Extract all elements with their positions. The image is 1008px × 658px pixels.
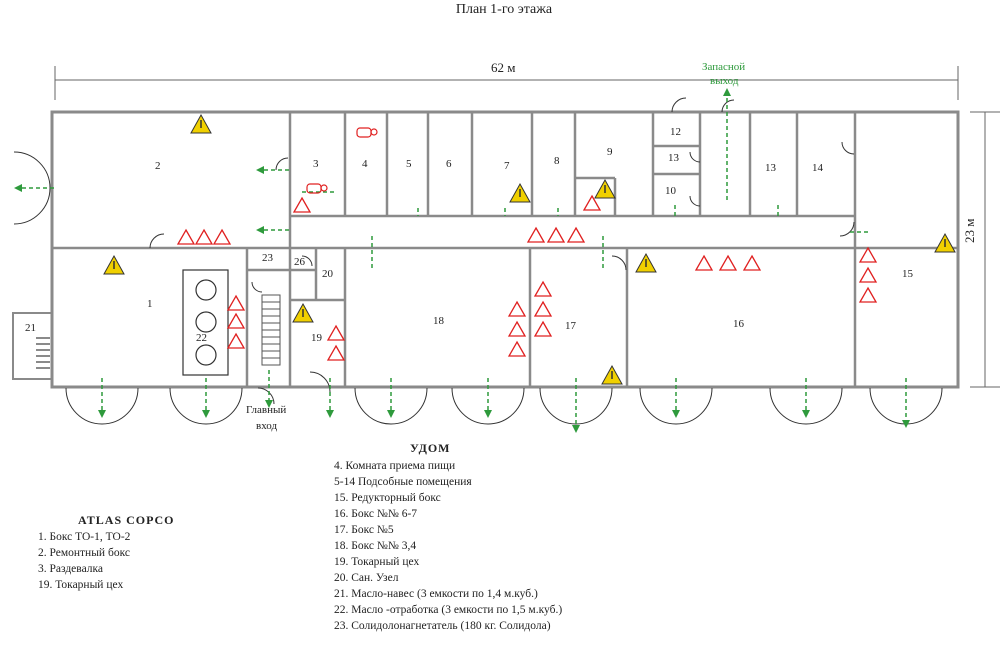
length-dimension: 62 м <box>488 60 519 76</box>
room-label-15: 15 <box>902 268 913 280</box>
legend-udom-item: 5-14 Подсобные помещения <box>334 476 472 488</box>
legend-atlas-item: 2. Ремонтный бокс <box>38 547 130 559</box>
room-label-14: 14 <box>812 162 823 174</box>
room-label-17: 17 <box>565 320 576 332</box>
legend-udom-item: 4. Комната приема пищи <box>334 460 456 472</box>
legend-udom-heading: УДОМ <box>410 441 451 455</box>
room-label-21: 21 <box>25 322 36 334</box>
staircase <box>261 294 281 366</box>
legend-udom-item: 16. Бокс №№ 6-7 <box>334 508 418 520</box>
annex-21 <box>12 312 53 380</box>
legend-udom-item: 17. Бокс №5 <box>334 524 394 536</box>
legend-udom-item: 18. Бокс №№ 3,4 <box>334 540 417 552</box>
room-label-7: 7 <box>504 160 510 172</box>
arrow-heads <box>14 88 910 433</box>
room-label-18: 18 <box>433 315 444 327</box>
emergency-exit-label-1: Запасной <box>702 61 746 73</box>
room-label-8: 8 <box>554 155 560 167</box>
legend-atlas-heading: ATLAS COPCO <box>78 513 175 527</box>
room-label-19: 19 <box>311 332 322 344</box>
room-label-10: 10 <box>665 185 676 197</box>
legend-udom-item: 21. Масло-навес (3 емкости по 1,4 м.куб.… <box>334 588 538 600</box>
hazard-marks <box>113 120 946 379</box>
fire-equipment-triangles <box>176 194 878 361</box>
room-label-13b: 13 <box>765 162 776 174</box>
legend-atlas-list: 1. Бокс ТО-1, ТО-2 2. Ремонтный бокс 3. … <box>38 529 130 593</box>
legend-udom-item: 19. Токарный цех <box>334 556 420 568</box>
legend-udom-item: 15. Редукторный бокс <box>334 492 441 504</box>
evacuation-arrows <box>22 96 907 425</box>
main-entrance-label-2: вход <box>256 420 278 432</box>
legend-atlas-item: 3. Раздевалка <box>38 563 104 575</box>
room-label-9: 9 <box>607 146 613 158</box>
room-label-2: 2 <box>155 160 161 172</box>
emergency-exit-label-2: выход <box>710 75 739 87</box>
doors <box>13 97 943 425</box>
legend-udom-item: 22. Масло -отработка (3 емкости по 1,5 м… <box>334 604 563 616</box>
legend-udom-list: 4. Комната приема пищи 5-14 Подсобные по… <box>334 458 562 634</box>
room-label-13a: 13 <box>668 152 679 164</box>
legend-udom-item: 23. Солидолонагнетатель (180 кг. Солидол… <box>334 620 551 632</box>
room-label-3: 3 <box>313 158 319 170</box>
room-label-20: 20 <box>322 268 333 280</box>
interior-walls <box>52 112 958 387</box>
room-label-26: 26 <box>294 256 305 268</box>
room-label-6: 6 <box>446 158 452 170</box>
equipment-icons <box>306 127 378 194</box>
plan-title: План 1-го этажа <box>455 2 553 17</box>
legend-udom-item: 20. Сан. Узел <box>334 572 399 584</box>
room-label-16: 16 <box>733 318 744 330</box>
outer-walls <box>50 110 960 389</box>
room-label-5: 5 <box>406 158 412 170</box>
room-label-22: 22 <box>196 332 207 344</box>
dimension-lines <box>54 66 1000 388</box>
legend-atlas-item: 1. Бокс ТО-1, ТО-2 <box>38 531 131 543</box>
room-label-1: 1 <box>147 298 153 310</box>
room-label-12: 12 <box>670 126 681 138</box>
oil-tanks <box>182 269 229 376</box>
room-label-4: 4 <box>362 158 368 170</box>
main-entrance-label-1: Главный <box>246 404 287 416</box>
room-label-23: 23 <box>262 252 273 264</box>
width-dimension: 23 м <box>962 218 978 243</box>
legend-atlas-item: 19. Токарный цех <box>38 579 124 591</box>
